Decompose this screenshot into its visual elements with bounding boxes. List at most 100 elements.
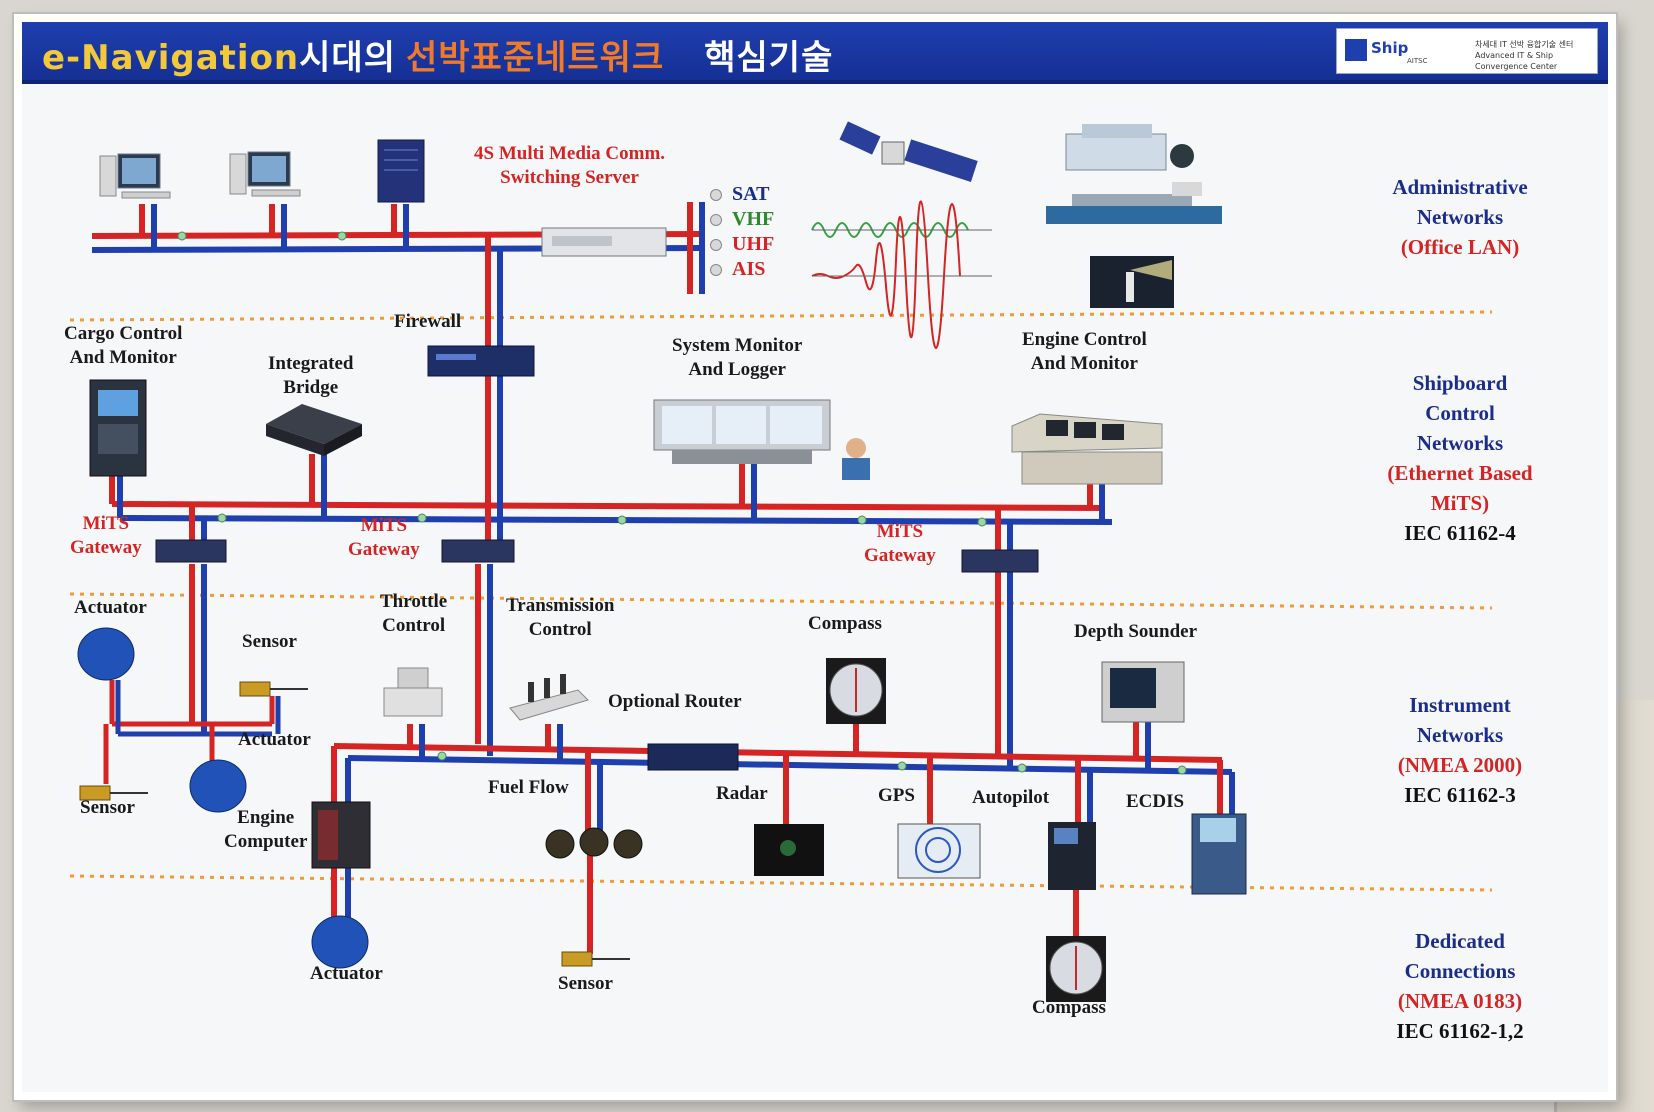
- server-tower-icon: [377, 139, 425, 203]
- dedicated-links: [331, 854, 1079, 954]
- zone-dedicated-line4: IEC 61162-1,2: [1396, 1019, 1524, 1043]
- sensor-a-icon: [239, 681, 308, 697]
- zone-instrument-label: Instrument Networks (NMEA 2000) IEC 6116…: [1350, 690, 1570, 810]
- ecdis-icon: [1191, 813, 1247, 895]
- sensor-b-label: Sensor: [80, 797, 135, 818]
- logo-sub-english: Advanced IT & Ship Convergence Center: [1475, 51, 1558, 71]
- zone-instrument-line1: Instrument: [1409, 693, 1511, 717]
- logo-small: AITSC: [1407, 57, 1428, 65]
- title-core-tech: 핵심기술: [704, 38, 834, 78]
- actuator-mid-label: Actuator: [238, 729, 311, 750]
- comm-ais-label: AIS: [732, 258, 766, 280]
- zone-shipboard-line1: Shipboard: [1412, 371, 1508, 395]
- firewall-device-icon: [427, 345, 535, 377]
- signal-waves-icon: [811, 200, 992, 349]
- cargo-control-label: Cargo Control And Monitor: [64, 323, 183, 368]
- logo-name: Ship: [1371, 39, 1409, 57]
- throttle-control-icon: [383, 667, 443, 717]
- zone-dividers: [69, 310, 1493, 892]
- ecdis-label: ECDIS: [1126, 791, 1185, 812]
- vessel-icon: [1046, 182, 1222, 224]
- optional-router-label: Optional Router: [608, 691, 742, 712]
- throttle-control-label: Throttle Control: [380, 591, 448, 636]
- radio-dot-icon: [710, 188, 722, 201]
- depth-sounder-label: Depth Sounder: [1074, 621, 1197, 642]
- instrument-bus: [331, 718, 1235, 844]
- mits-gateway-2-label: MiTS Gateway: [348, 515, 420, 560]
- zone-shipboard-line3: Networks: [1416, 431, 1504, 455]
- switching-server-label: 4S Multi Media Comm. Switching Server: [474, 143, 666, 188]
- sensor-b-icon: [79, 785, 148, 801]
- zone-shipboard-line4: (Ethernet Based: [1387, 461, 1533, 485]
- title-network: 선박표준네트워크: [405, 38, 665, 78]
- firewall-label: Firewall: [394, 311, 462, 332]
- zone-dedicated-line2: Connections: [1404, 959, 1516, 983]
- lighthouse-icon: [1090, 256, 1174, 308]
- radio-dot-icon: [710, 213, 722, 226]
- radar-label: Radar: [716, 783, 768, 804]
- divider-admin-shipboard: [69, 310, 1493, 322]
- comm-channel-sat: SAT: [710, 182, 774, 207]
- zone-instrument-line2: Networks: [1416, 723, 1504, 747]
- engine-control-label: Engine Control And Monitor: [1022, 329, 1147, 374]
- integrated-bridge-icon: [266, 404, 362, 456]
- zone-shipboard-line5: MiTS): [1430, 491, 1490, 515]
- radio-dot-icon: [710, 263, 722, 276]
- comm-channel-ais: AIS: [710, 257, 774, 282]
- shore-building-icon: [1065, 124, 1194, 171]
- radio-dot-icon: [710, 238, 722, 251]
- zone-dedicated-line1: Dedicated: [1415, 929, 1505, 953]
- sensor-bottom-icon: [561, 951, 630, 967]
- mits-gateway-1-icon: [155, 539, 227, 563]
- shipboard-bus: [109, 374, 1113, 554]
- sensor-a-label: Sensor: [242, 631, 297, 652]
- actuator-bottom-icon: [311, 915, 369, 969]
- comm-channel-vhf: VHF: [710, 207, 774, 232]
- comm-channel-uhf: UHF: [710, 232, 774, 257]
- zone-admin-line2: Networks: [1416, 205, 1504, 229]
- depth-sounder-icon: [1101, 661, 1185, 723]
- zone-shipboard-label: Shipboard Control Networks (Ethernet Bas…: [1350, 368, 1570, 548]
- transmission-control-label: Transmission Control: [506, 595, 615, 640]
- zone-dedicated-label: Dedicated Connections (NMEA 0183) IEC 61…: [1350, 926, 1570, 1046]
- divider-instrument-dedicated: [69, 874, 1493, 892]
- network-diagram: [69, 121, 1493, 1002]
- autopilot-icon: [1048, 822, 1096, 890]
- gps-label: GPS: [878, 785, 915, 806]
- engine-computer-label: Engine Computer: [224, 807, 308, 852]
- comm-vhf-label: VHF: [732, 208, 775, 230]
- gps-icon: [897, 823, 981, 879]
- satellite-icon: [839, 121, 978, 182]
- integrated-bridge-label: Integrated Bridge: [268, 353, 354, 398]
- actuator-top-label: Actuator: [74, 597, 147, 618]
- zone-admin-label: Administrative Networks (Office LAN): [1350, 172, 1570, 262]
- zone-instrument-line3: (NMEA 2000): [1397, 753, 1523, 777]
- system-monitor-icon: [653, 399, 870, 480]
- comm-uhf-label: UHF: [732, 233, 775, 255]
- zone-shipboard-line2: Control: [1425, 401, 1495, 425]
- actuator-top-icon: [77, 627, 135, 681]
- fuel-flow-icon: [545, 827, 643, 859]
- mits-gateway-3-icon: [961, 549, 1039, 573]
- office-pc-2-icon: [229, 151, 301, 197]
- compass-top-icon: [826, 658, 886, 724]
- mits-gateway-2-icon: [441, 539, 515, 563]
- switching-server-icon: [541, 227, 667, 257]
- comm-sat-label: SAT: [732, 183, 770, 205]
- mits-gateway-1-label: MiTS Gateway: [70, 513, 142, 558]
- fuel-flow-label: Fuel Flow: [488, 777, 569, 798]
- zone-admin-line3: (Office LAN): [1400, 235, 1520, 259]
- sensor-bottom-label: Sensor: [558, 973, 613, 994]
- divider-shipboard-instrument: [69, 592, 1493, 610]
- compass-top-label: Compass: [808, 613, 882, 634]
- ship-logo-icon: [1345, 39, 1367, 61]
- cargo-control-icon: [89, 379, 147, 477]
- compass-bottom-icon: [1046, 936, 1106, 1002]
- system-monitor-label: System Monitor And Logger: [672, 335, 803, 380]
- actuator-mid-icon: [189, 759, 247, 813]
